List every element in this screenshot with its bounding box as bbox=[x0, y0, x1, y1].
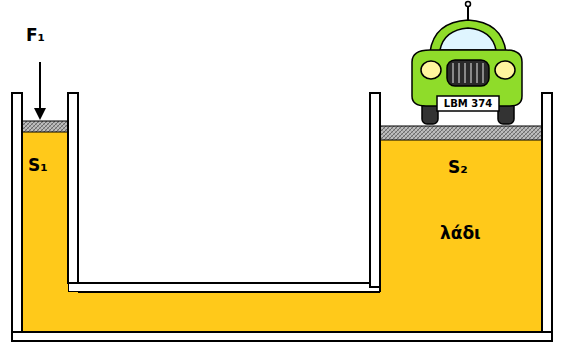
car bbox=[412, 2, 522, 125]
force-arrow bbox=[34, 62, 46, 120]
area-label: S₂ bbox=[448, 158, 468, 177]
small-piston bbox=[22, 121, 68, 132]
plate-number: LBM 374 bbox=[444, 98, 492, 109]
large-piston bbox=[380, 126, 542, 140]
fluid-label: λάδι bbox=[440, 224, 481, 243]
force-label: F₁ bbox=[26, 26, 45, 45]
oil bbox=[22, 132, 542, 332]
container-walls bbox=[12, 93, 552, 341]
area-label: S₁ bbox=[28, 156, 48, 175]
